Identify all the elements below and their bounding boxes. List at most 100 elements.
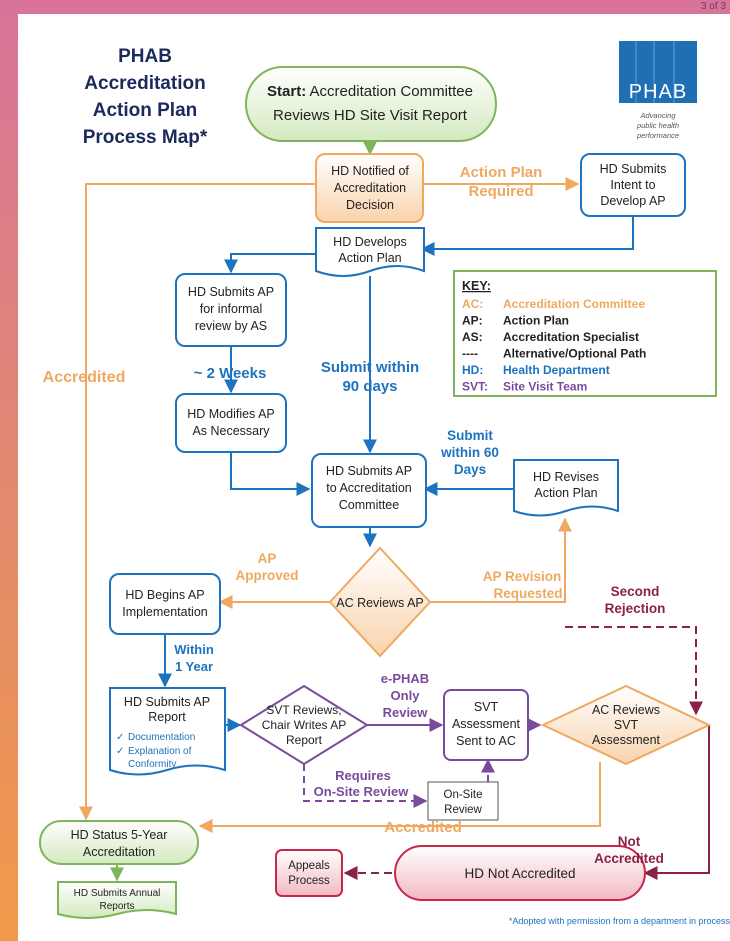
node-svt-assessment: SVT Assessment Sent to AC [443,689,529,761]
node-notified: HD Notified of Accreditation Decision [315,153,424,223]
arrow-acsvt-to-status [198,762,601,833]
svg-text:Only: Only [391,688,421,703]
svg-text:Days: Days [454,462,486,477]
key-abbr: AP: [462,314,483,328]
svg-text:e-PHAB: e-PHAB [381,671,429,686]
svg-text:HD Status 5-Year: HD Status 5-Year [71,828,168,842]
connectors [79,141,710,882]
arrow-intent-to-develops [420,216,634,256]
svg-text:Appeals: Appeals [288,860,330,872]
node-modifies: HD Modifies AP As Necessary [175,393,287,453]
svg-text:Second: Second [611,584,660,599]
svg-text:SVT Reviews,: SVT Reviews, [266,703,341,717]
svg-text:Decision: Decision [346,198,394,212]
svg-text:Documentation: Documentation [128,732,195,743]
svg-text:AP Revision: AP Revision [483,569,562,584]
svg-text:HD Notified of: HD Notified of [331,164,409,178]
key-desc: Health Department [503,363,610,377]
node-status: HD Status 5-Year Accreditation [39,820,199,865]
node-svt-reviews: SVT Reviews, Chair Writes AP Report [239,684,369,766]
key-desc: Site Visit Team [503,380,587,394]
node-informal: HD Submits AP for informal review by AS [175,273,287,347]
svg-text:SVT: SVT [614,718,639,732]
node-start: Start: Accreditation Committee Reviews H… [245,66,497,142]
node-onsite: On-Site Review [427,781,499,821]
svg-text:Sent to AC: Sent to AC [456,734,516,748]
svg-text:HD Develops: HD Develops [333,235,407,249]
arrow-svtreviews-to-onsite [303,764,428,808]
key-desc: Accreditation Committee [503,297,645,311]
svg-text:~ 2 Weeks: ~ 2 Weeks [194,365,267,382]
arrow-acsvt-to-notaccredited [643,725,710,880]
node-develops: HD Develops Action Plan [315,227,425,277]
title-line-4: Process Map* [83,127,208,148]
svg-text:HD Revises: HD Revises [533,470,599,484]
svg-text:Rejection: Rejection [605,601,666,616]
svg-text:HD Submits Annual: HD Submits Annual [74,888,161,899]
start-bold: Start: [267,83,306,100]
svg-text:Conformity: Conformity [128,759,176,770]
node-ac-reviews: AC Reviews AP [328,546,432,658]
logo-text: PHAB [629,81,687,103]
svg-text:Accredited: Accredited [384,819,462,836]
key-desc: Alternative/Optional Path [503,347,646,361]
svg-text:HD Submits AP: HD Submits AP [188,285,274,299]
node-revises: HD Revises Action Plan [513,459,619,517]
svg-text:SVT: SVT [474,700,499,714]
svg-text:Start: Accreditation Committe: Start: Accreditation Committee [267,83,473,100]
svg-text:Intent to: Intent to [610,178,655,192]
svg-text:Requires: Requires [335,768,391,783]
svg-text:Chair Writes AP: Chair Writes AP [262,718,346,732]
svg-text:Committee: Committee [339,498,399,512]
key-abbr: AC: [462,297,483,311]
start-line-2: Reviews HD Site Visit Report [273,107,468,124]
svg-text:Review: Review [444,804,482,816]
svg-text:Within: Within [174,642,214,657]
svg-text:✓: ✓ [116,732,124,743]
svg-text:AC Reviews AP: AC Reviews AP [336,596,424,610]
svg-text:HD Begins AP: HD Begins AP [125,588,204,602]
svg-text:Submit: Submit [447,428,493,443]
svg-text:HD Not Accredited: HD Not Accredited [464,866,575,881]
svg-text:As Necessary: As Necessary [192,424,270,438]
key-abbr: ---- [462,347,478,361]
svg-text:Implementation: Implementation [122,605,208,619]
node-appeals: Appeals Process [275,849,343,897]
arrow-modifies-to-submits [230,452,311,496]
svg-text:within 60: within 60 [440,445,499,460]
svg-text:On-Site Review: On-Site Review [314,784,410,799]
svg-text:Develop AP: Develop AP [600,194,665,208]
logo-tagline-3: performance [636,131,679,140]
svg-text:Assessment: Assessment [592,733,661,747]
footnote: *Adopted with permission from a departme… [509,916,730,926]
svg-text:AC Reviews: AC Reviews [592,703,660,717]
svg-text:Review: Review [383,705,429,720]
svg-text:review by AS: review by AS [195,319,267,333]
svg-text:✓: ✓ [116,746,124,757]
svg-text:Action Plan: Action Plan [460,164,543,181]
key-desc: Action Plan [503,314,569,328]
key-abbr: AS: [462,330,483,344]
svg-text:AP: AP [258,551,277,566]
svg-text:Accredited: Accredited [43,369,126,386]
arrow-acreviews-to-revises [430,517,572,603]
svg-text:Process: Process [288,875,330,887]
header-fragment-text: 3 of 3 [700,1,726,12]
key-desc: Accreditation Specialist [503,330,639,344]
svg-text:Report: Report [148,710,186,724]
svg-text:Accredited: Accredited [594,851,664,866]
process-map-sheet: PHAB Accreditation Action Plan Process M… [18,1,730,941]
arrow-second-rejection [565,626,703,716]
key-title: KEY: [462,279,491,293]
logo-tagline-2: public health [636,121,679,130]
node-ac-reviews-svt: AC Reviews SVT Assessment [540,684,712,766]
svg-text:On-Site: On-Site [444,789,483,801]
arrow-develops-to-informal [224,253,316,274]
svg-text:Action Plan: Action Plan [534,486,597,500]
svg-text:HD Submits AP: HD Submits AP [124,695,210,709]
svg-text:HD Submits AP: HD Submits AP [326,464,412,478]
svg-text:Report: Report [286,733,323,747]
node-annual: HD Submits Annual Reports [57,881,177,919]
title-line-3: Action Plan [93,100,198,121]
